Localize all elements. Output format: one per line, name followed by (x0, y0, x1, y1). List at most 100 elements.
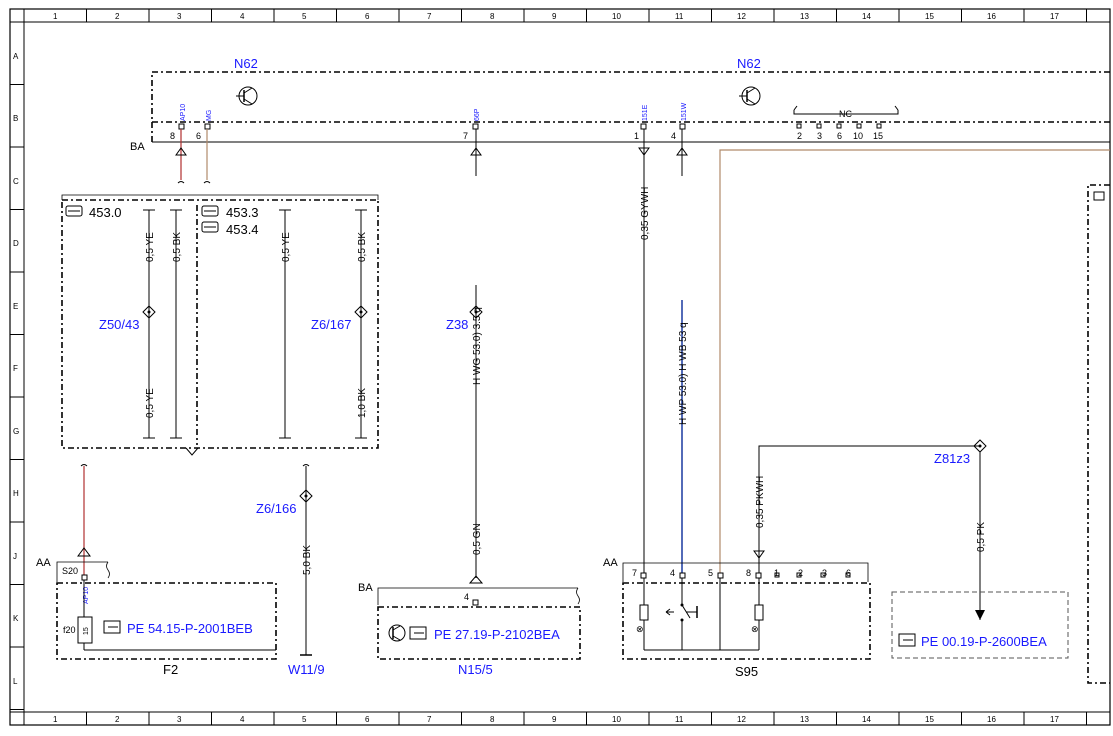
splice-icon (469, 305, 483, 319)
grid-col-label: 3 (177, 715, 182, 724)
nc-pin-number: 6 (837, 131, 842, 141)
splice-icon (142, 305, 156, 319)
pin-number: 4 (464, 592, 469, 602)
wire-label: 0,5 GN (472, 523, 483, 555)
transistor-icon (388, 624, 406, 642)
resistor-icon (754, 604, 764, 621)
n62-module: N62 N62 BA 8 AP10 6 MG (130, 56, 1110, 153)
grid-col-label: 5 (302, 715, 307, 724)
ba-label-top: BA (130, 141, 145, 153)
variant-label: 453.0 (89, 205, 122, 220)
grid-rows: A B C D E F G H J K L (13, 52, 19, 686)
reference-hand-icon[interactable] (103, 620, 121, 634)
grid-col-label: 1 (53, 715, 58, 724)
pin-signal: MG (206, 110, 213, 121)
grid-row-label: A (13, 52, 19, 61)
grid-col-label: 17 (1050, 12, 1059, 21)
splice-label: Z50/43 (99, 317, 139, 332)
grid-col-label: 11 (675, 12, 684, 21)
pin-signal: AP10 (83, 587, 90, 604)
grid-col-label: 15 (925, 715, 934, 724)
s95-component: AA 7 4 5 8 1 2 3 6 ⊗ ⊗ (603, 445, 980, 679)
pin-number: 5 (708, 568, 713, 578)
grid-col-label: 16 (987, 12, 996, 21)
grid-col-label: 4 (240, 12, 245, 21)
car-icon (65, 205, 83, 217)
transistor-icon (236, 86, 258, 106)
transistor-icon (739, 86, 761, 106)
n62-pin: 6 MG (196, 110, 213, 141)
grid-row-label: F (13, 364, 18, 373)
wire-label: 0,5 YE (145, 232, 156, 262)
nc-pin-number: 3 (817, 131, 822, 141)
pin-number: 7 (463, 131, 468, 141)
grid-col-label: 15 (925, 12, 934, 21)
pin-signal: 66P (474, 108, 481, 121)
n62-boundary (151, 71, 1110, 142)
wire-label: 0,5 BK (172, 232, 183, 262)
fuse-number: f20 (63, 625, 76, 635)
w11-ground: Z6/166 5,0 BK W11/9 (256, 464, 325, 677)
grid-col-label: 10 (612, 12, 621, 21)
reference-link[interactable]: PE 27.19-P-2102BEA (434, 627, 560, 642)
z81-splice: Z81z3 0,5 PK (934, 439, 987, 620)
grid-row-label: L (13, 677, 18, 686)
right-module-boundary (1087, 184, 1110, 684)
grid-col-label: 11 (675, 715, 684, 724)
lamp-icon: ⊗ (636, 624, 644, 634)
pin-number: 6 (196, 131, 201, 141)
component-label: F2 (163, 662, 178, 677)
grid-col-label: 7 (427, 715, 432, 724)
sheet-frame (9, 8, 1111, 726)
grid-col-label: 3 (177, 12, 182, 21)
grid-col-label: 5 (302, 12, 307, 21)
pin-number: 8 (746, 568, 751, 578)
grid-col-label: 13 (800, 12, 809, 21)
wire-label: H WG 53.0) 3.5 q (472, 307, 483, 385)
wire-label: 5,0 BK (302, 545, 313, 575)
variant-label: 453.4 (226, 222, 259, 237)
wire-label: 0,5 YE (145, 388, 156, 418)
grid-col-label: 12 (737, 12, 746, 21)
f2-component: AA S20 AP10 15 f20 PE 54.15-P-2001BEB F2 (36, 557, 277, 677)
pin-number: 4 (670, 568, 675, 578)
wire-label: H WP 53.0) H WB 53 q (678, 322, 689, 425)
fuse-value: 15 (83, 627, 90, 635)
grid-col-label: 2 (115, 12, 120, 21)
grid-col-label: 14 (862, 715, 871, 724)
reference-hand-icon[interactable] (409, 626, 427, 640)
grid-col-label: 9 (552, 715, 557, 724)
grid-col-label: 2 (115, 715, 120, 724)
splice-icon (354, 305, 368, 319)
wire-label: 1,0 BK (357, 388, 368, 418)
grid-columns-bottom: 1 2 3 4 5 6 7 8 9 10 11 12 13 14 15 16 1… (53, 715, 1059, 724)
reference-link[interactable]: PE 54.15-P-2001BEB (127, 621, 253, 636)
variant-label: 453.3 (226, 205, 259, 220)
variant-box: 453.0 453.3 453.4 0,5 YE 0,5 BK 0,5 YE Z… (61, 194, 379, 456)
n62-pin: 7 66P (463, 108, 481, 141)
grid-row-label: D (13, 239, 19, 248)
grid-row-label: B (13, 114, 18, 123)
splice-label: Z38 (446, 317, 468, 332)
grid-col-label: 7 (427, 12, 432, 21)
wire-label: 0,5 PK (976, 522, 987, 552)
nc-pin-number: 2 (797, 131, 802, 141)
n62-label-right: N62 (737, 56, 761, 71)
aa-label: AA (603, 557, 618, 569)
arrow-icon (638, 147, 650, 156)
grid-col-label: 8 (490, 715, 495, 724)
splice-label: Z6/167 (311, 317, 351, 332)
arrow-icon (468, 575, 484, 584)
reference-hand-icon[interactable] (898, 633, 916, 647)
pin-signal: AP10 (180, 104, 187, 121)
pin-number: 3 (822, 568, 827, 578)
grid-row-label: J (13, 552, 17, 561)
wire-label: 0,35 GYWH (640, 187, 651, 240)
pin-number: 7 (632, 568, 637, 578)
reference-link[interactable]: PE 00.19-P-2600BEA (921, 634, 1047, 649)
grid-col-label: 13 (800, 715, 809, 724)
n62-label-left: N62 (234, 56, 258, 71)
nc-pins: NC 2 3 6 10 15 (793, 105, 899, 141)
grid-col-label: 10 (612, 715, 621, 724)
